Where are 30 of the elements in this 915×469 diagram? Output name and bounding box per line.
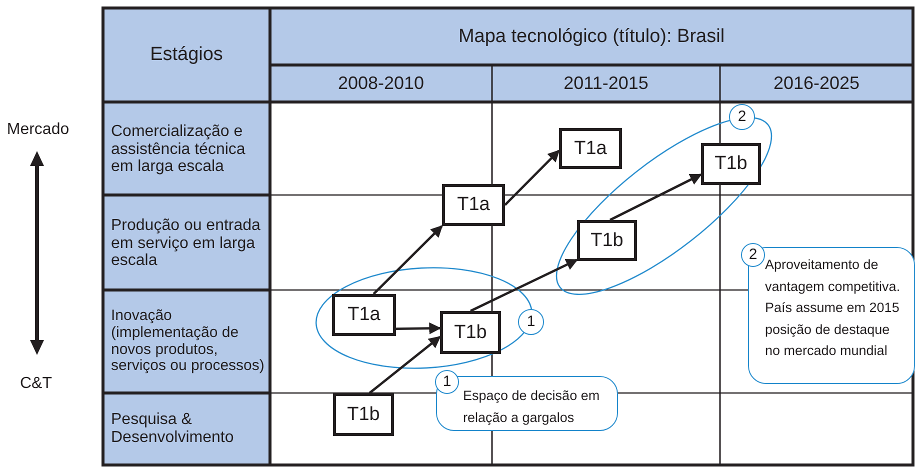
table-title: Mapa tecnológico (título): Brasil (458, 26, 725, 48)
tech-box: T1b (701, 143, 761, 185)
column-header: 2008-2010 (338, 73, 424, 94)
arrow (372, 225, 443, 295)
arrow (470, 258, 578, 312)
arrow (368, 336, 441, 394)
callout-number: 1 (518, 309, 544, 335)
row-header: Inovação (implementação de novos produtos, serviços ou processos) (111, 308, 266, 376)
callout-number: 2 (729, 104, 755, 130)
row-header: Comercialização e assistência técnica em larga escala (111, 122, 246, 176)
tech-box: T1b (440, 311, 501, 354)
callout-text: Espaço de decisão em relação a gargalos (463, 387, 601, 427)
tech-box: T1b (333, 393, 394, 436)
callout-text: Aproveitamento de vantagem competitiva. País assume em 2015 posição de destaque no mercado mundial (765, 256, 902, 360)
row-header: Produção ou entrada em serviço em larga escala (111, 216, 262, 270)
callout-number: 1 (435, 370, 459, 394)
tech-box: T1a (442, 184, 505, 226)
column-header: 2016-2025 (773, 73, 860, 94)
arrow (609, 173, 702, 222)
arrow (504, 150, 560, 206)
callout-number: 2 (741, 243, 765, 267)
column-header: 2011-2015 (564, 73, 648, 94)
axis-label: C&T (20, 375, 52, 393)
column-header: Estágios (150, 44, 223, 66)
tech-box: T1a (332, 294, 396, 336)
axis-label: Mercado (6, 121, 70, 139)
tech-box: T1b (577, 220, 637, 261)
tech-box: T1a (559, 128, 622, 169)
arrow (396, 322, 442, 334)
row-header: Pesquisa & Desenvolvimento (111, 411, 235, 447)
